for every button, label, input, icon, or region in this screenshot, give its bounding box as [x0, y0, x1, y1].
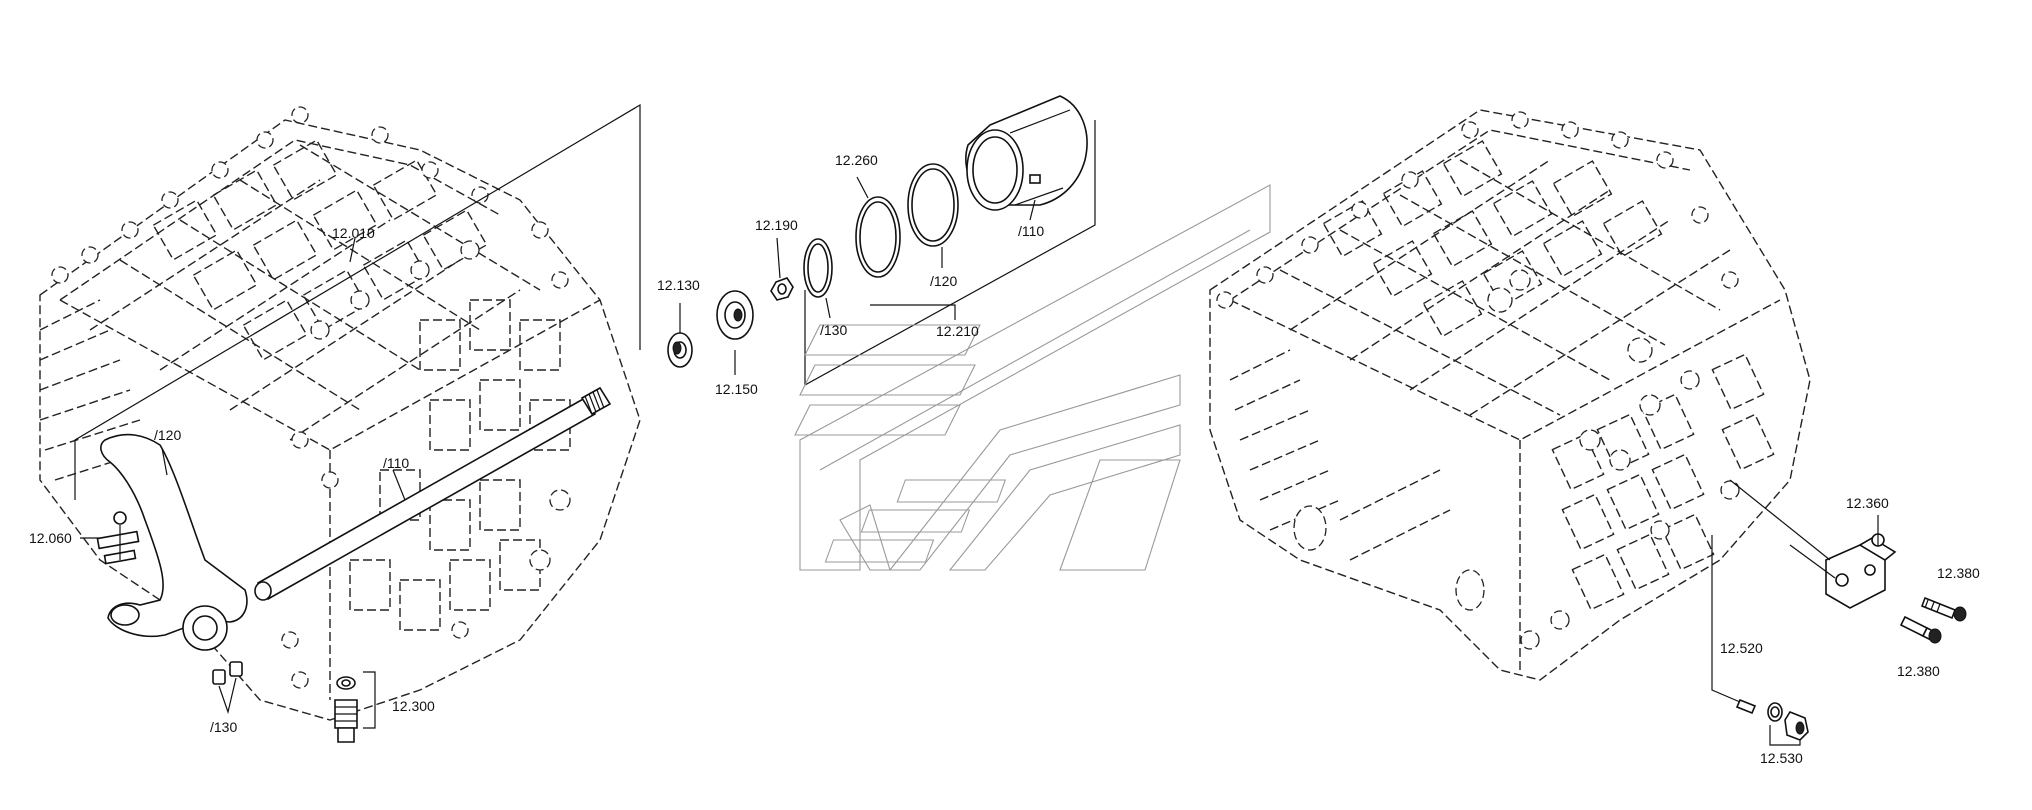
- label-12520: 12.520: [1720, 640, 1763, 656]
- nut-12190: [770, 277, 794, 301]
- shift-rod-110: [254, 386, 612, 601]
- label-12010: 12.010: [332, 225, 375, 241]
- label-12380-upper: 12.380: [1937, 565, 1980, 581]
- label-12130: 12.130: [657, 277, 700, 293]
- snap-ring-12260: [855, 196, 901, 278]
- watermark-logo: [794, 184, 1271, 571]
- valve-block-12360: [1729, 479, 1897, 609]
- screws-130-left: [212, 661, 243, 715]
- seal-12130: [667, 332, 693, 368]
- plug-12300: [334, 671, 376, 743]
- pin-12520: [1711, 535, 1757, 715]
- label-12150: 12.150: [715, 381, 758, 397]
- right-housing: [1209, 109, 1811, 681]
- ring-120: [907, 163, 959, 247]
- leader-lines: [80, 176, 1879, 539]
- label-12260: 12.260: [835, 152, 878, 168]
- washer-12150: [716, 290, 754, 340]
- label-110-mid: /110: [1018, 223, 1044, 239]
- ring-130: [803, 238, 833, 298]
- shift-fork-120: [100, 433, 248, 651]
- plug-12530: [1767, 702, 1809, 746]
- label-12380-lower: 12.380: [1897, 663, 1940, 679]
- label-12210: 12.210: [936, 323, 979, 339]
- section-outline-mid: [804, 120, 1096, 386]
- label-12060: 12.060: [29, 530, 72, 546]
- label-110-left: /110: [383, 455, 409, 471]
- piston-110: [965, 95, 1088, 211]
- label-130-mid: /130: [820, 322, 847, 338]
- label-12530: 12.530: [1760, 750, 1803, 766]
- label-120-left: /120: [154, 427, 181, 443]
- callout-labels: 12.010 /120 /110 12.060 /130 12.300 12.1…: [29, 152, 1980, 766]
- bolt-12380-b: [1899, 615, 1942, 644]
- pin-12060: [96, 511, 140, 565]
- bolt-12380-a: [1920, 596, 1967, 622]
- label-130-left: /130: [210, 719, 237, 735]
- label-12360: 12.360: [1846, 495, 1889, 511]
- label-120-mid: /120: [930, 273, 957, 289]
- label-12300: 12.300: [392, 698, 435, 714]
- label-12190: 12.190: [755, 217, 798, 233]
